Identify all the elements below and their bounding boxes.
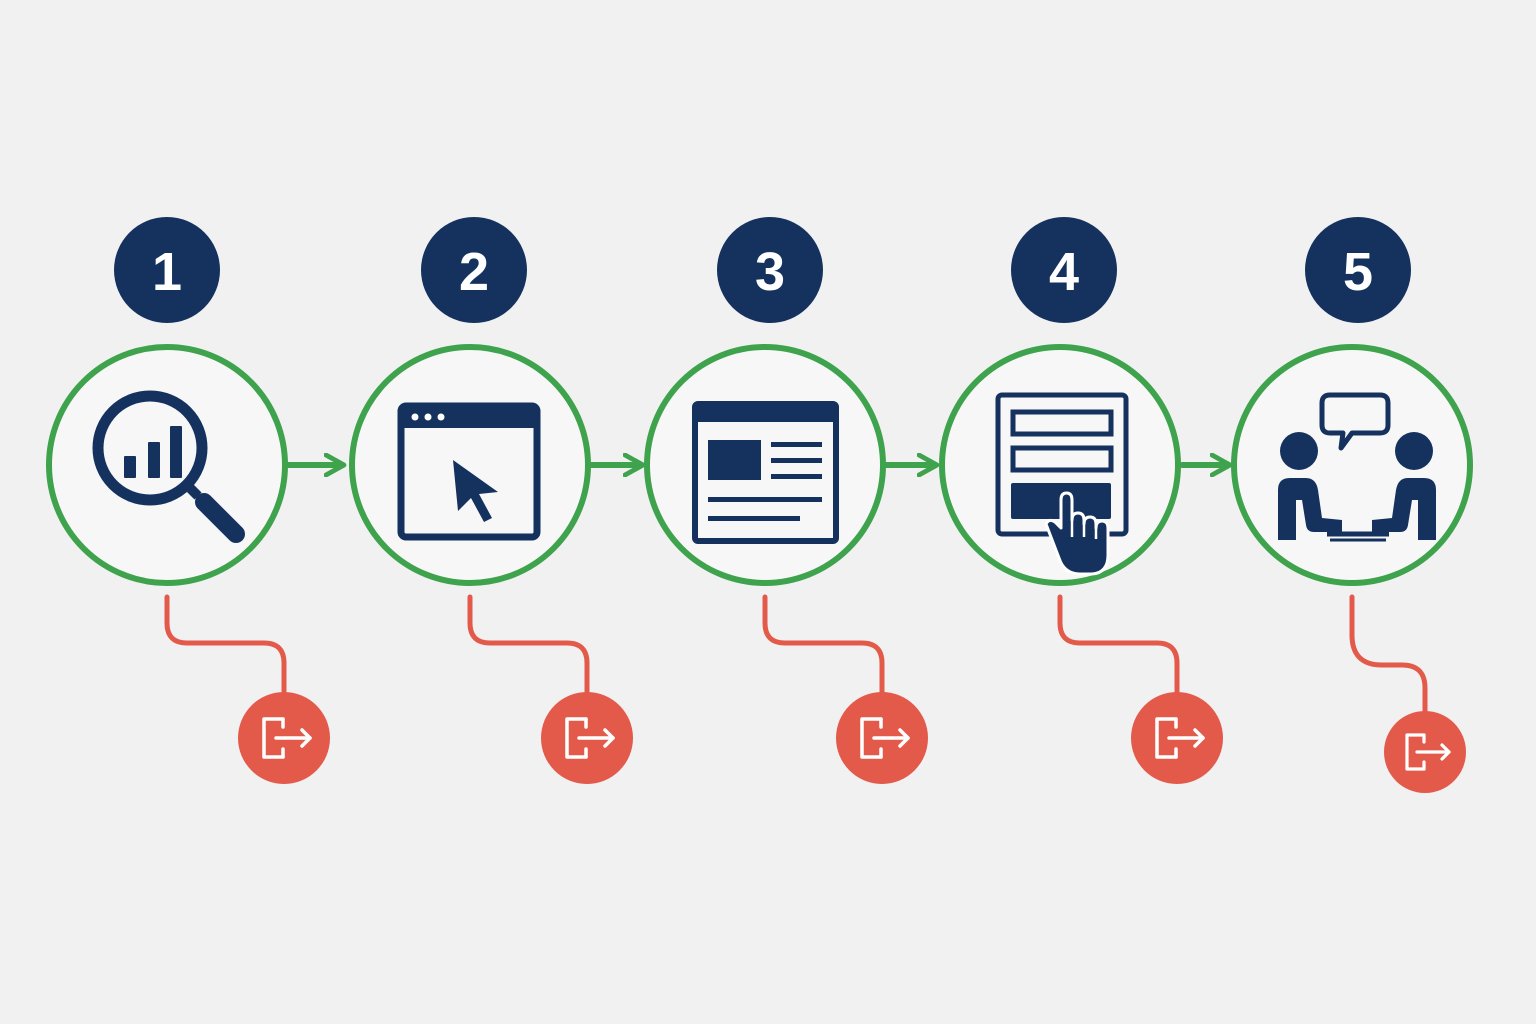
step-2-number: 2 — [459, 242, 489, 302]
step-4-circle — [939, 344, 1181, 586]
exit-badge-2 — [541, 692, 633, 784]
web-page-layout-icon — [692, 401, 839, 544]
exit-door-arrow-icon — [262, 717, 312, 759]
step-2-circle — [349, 344, 591, 586]
exit-door-arrow-icon — [860, 717, 910, 759]
step-1-circle — [46, 344, 288, 586]
step-4-number: 4 — [1049, 242, 1079, 302]
people-conversation-icon — [1278, 392, 1436, 542]
step-3-circle — [644, 344, 886, 586]
exit-path-4 — [1057, 594, 1180, 695]
exit-badge-5 — [1384, 711, 1466, 793]
exit-door-arrow-icon — [1155, 717, 1205, 759]
step-1-number: 1 — [152, 242, 182, 302]
step-2: 2 — [349, 217, 633, 784]
step-5-circle — [1231, 344, 1473, 586]
magnifier-bar-chart-icon — [92, 390, 245, 543]
step-5: 5 — [1231, 217, 1473, 793]
exit-path-2 — [467, 594, 590, 695]
step-4-number-badge — [1011, 217, 1117, 323]
exit-door-arrow-icon — [565, 717, 615, 759]
step-3-number-badge — [717, 217, 823, 323]
step-5-number: 5 — [1343, 242, 1373, 302]
step-3-number: 3 — [755, 242, 785, 302]
step-5-number-badge — [1305, 217, 1411, 323]
exit-path-1 — [164, 594, 287, 695]
step-2-number-badge — [421, 217, 527, 323]
exit-path-3 — [762, 594, 885, 695]
exit-paths — [164, 594, 1428, 715]
step-1: 1 — [46, 217, 330, 784]
step-3: 3 — [644, 217, 928, 784]
browser-cursor-icon — [397, 402, 541, 541]
exit-door-arrow-icon — [1405, 733, 1451, 771]
exit-badge-1 — [238, 692, 330, 784]
exit-badge-4 — [1131, 692, 1223, 784]
exit-path-5 — [1349, 594, 1428, 715]
step-4: 4 — [939, 217, 1223, 784]
step-1-number-badge — [114, 217, 220, 323]
exit-badge-3 — [836, 692, 928, 784]
form-click-hand-icon — [995, 392, 1129, 576]
